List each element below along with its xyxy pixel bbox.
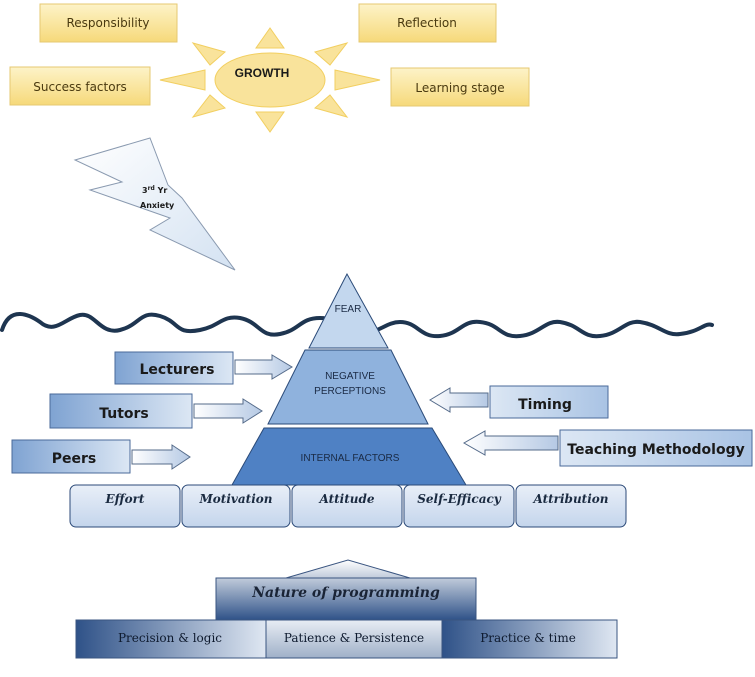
anxiety-year-label: 3rd Yr <box>142 185 167 195</box>
foundation-row: Effort Motivation Attitude Self-Efficacy… <box>69 484 627 528</box>
pyramid: FEAR NEGATIVE PERCEPTIONS INTERNAL FACTO… <box>231 272 467 486</box>
sun-ray <box>159 69 206 91</box>
growth-label: GROWTH <box>235 66 290 80</box>
influence-peers: Peers <box>11 439 191 474</box>
nature-item-practice: Practice & time <box>441 619 618 659</box>
factor-box-responsibility: Responsibility <box>39 3 178 43</box>
influence-peers-label: Peers <box>52 451 97 467</box>
influence-tutors-label: Tutors <box>99 406 149 422</box>
foundation-self-efficacy: Self-Efficacy <box>403 484 515 528</box>
influence-teaching-methodology: Teaching Methodology <box>462 429 753 467</box>
factor-label-learning-stage: Learning stage <box>415 81 504 95</box>
sun-ray <box>191 94 227 118</box>
pyramid-fear-tier <box>308 272 389 349</box>
influence-lecturers: Lecturers <box>114 351 293 385</box>
pyramid-perceptions-tier <box>267 349 429 425</box>
factor-label-reflection: Reflection <box>397 16 457 30</box>
nature-item-precision: Precision & logic <box>75 619 267 659</box>
anxiety-label: Anxiety <box>140 201 175 210</box>
influence-lecturers-label: Lecturers <box>139 362 214 378</box>
nature-item-precision-label: Precision & logic <box>118 631 222 645</box>
factor-box-learning-stage: Learning stage <box>390 67 530 107</box>
foundation-attribution-label: Attribution <box>532 492 608 506</box>
growth-sun <box>159 27 381 133</box>
sun-ray <box>255 111 285 133</box>
sun-core <box>214 52 326 108</box>
arrow-left-icon <box>429 387 489 413</box>
foundation-attitude-label: Attitude <box>318 492 374 506</box>
nature-title: Nature of programming <box>251 585 440 601</box>
nature-item-patience-label: Patience & Persistence <box>284 631 424 645</box>
nature-item-patience: Patience & Persistence <box>265 619 443 659</box>
factor-box-success-factors: Success factors <box>9 66 151 106</box>
foundation-attribution: Attribution <box>515 484 627 528</box>
arrow-right-icon <box>131 444 191 470</box>
pyramid-fear-label: FEAR <box>335 304 362 315</box>
anxiety-lightning-bolt: 3rd Yr Anxiety <box>73 137 236 271</box>
foundation-effort: Effort <box>69 484 181 528</box>
influence-teaching-methodology-label: Teaching Methodology <box>567 442 744 458</box>
influence-timing-label: Timing <box>518 397 572 413</box>
sun-ray <box>191 42 227 66</box>
sun-ray <box>313 94 349 118</box>
nature-items: Precision & logic Patience & Persistence… <box>75 619 618 659</box>
pyramid-perceptions-line2: PERCEPTIONS <box>314 386 386 397</box>
influence-tutors: Tutors <box>49 393 263 429</box>
foundation-effort-label: Effort <box>105 492 145 506</box>
factor-label-success-factors: Success factors <box>33 80 127 94</box>
factor-box-reflection: Reflection <box>358 3 497 43</box>
nature-item-practice-label: Practice & time <box>480 631 576 645</box>
factor-label-responsibility: Responsibility <box>66 16 149 30</box>
arrow-right-icon <box>234 354 293 380</box>
sun-ray <box>313 42 349 66</box>
pyramid-internal-label: INTERNAL FACTORS <box>301 453 400 464</box>
pyramid-perceptions-line1: NEGATIVE <box>325 371 375 382</box>
foundation-attitude: Attitude <box>291 484 403 528</box>
foundation-motivation-label: Motivation <box>199 492 273 506</box>
arrow-right-icon <box>193 398 263 424</box>
sun-ray <box>334 69 381 91</box>
foundation-motivation: Motivation <box>181 484 291 528</box>
arrow-left-icon <box>462 430 559 456</box>
sun-ray <box>255 27 285 49</box>
nature-of-programming: Nature of programming <box>215 559 477 621</box>
influence-timing: Timing <box>429 385 609 419</box>
foundation-self-efficacy-label: Self-Efficacy <box>417 492 502 506</box>
